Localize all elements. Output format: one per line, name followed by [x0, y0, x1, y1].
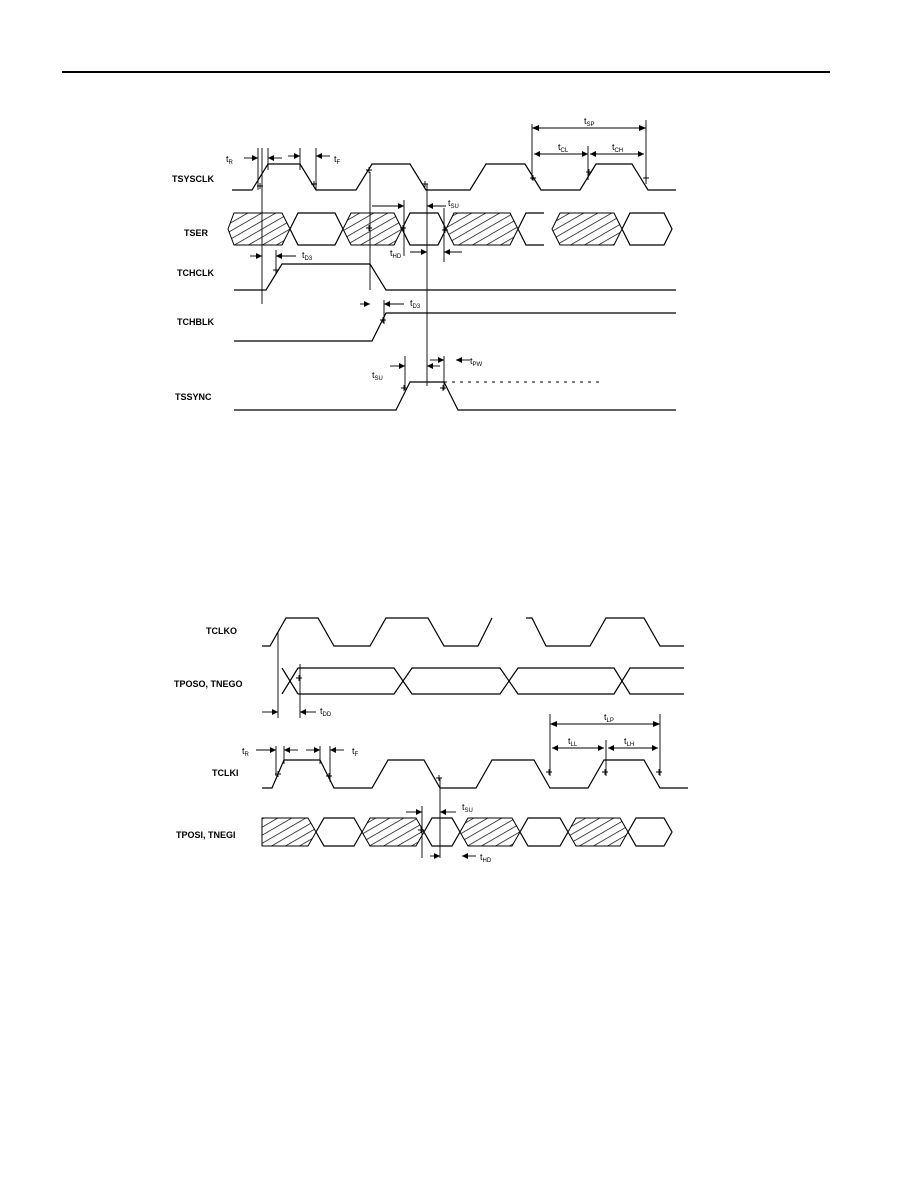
label-thd: tHD — [390, 248, 402, 260]
waveform-tposi — [261, 817, 673, 847]
waveform-tchblk — [234, 312, 676, 342]
label-tsu: tSU — [448, 198, 459, 210]
signal-label-tsysclk: TSYSCLK — [172, 174, 215, 184]
signal-label-tposo-tnego: TPOSO, TNEGO — [174, 679, 243, 689]
waveform-tsysclk — [232, 163, 676, 191]
signal-label-tposi-tnegi: TPOSI, TNEGI — [176, 830, 236, 840]
signal-label-tclko: TCLKO — [206, 626, 237, 636]
label-tpw: tPW — [470, 356, 483, 368]
label-tlp: tLP — [604, 712, 614, 724]
label-td3-tchblk: tD3 — [410, 298, 421, 310]
signal-label-tclki: TCLKI — [212, 768, 239, 778]
signal-label-tser: TSER — [184, 228, 209, 238]
waveform-tclki — [262, 759, 688, 789]
reference-lines — [257, 120, 647, 390]
waveform-tssync — [234, 381, 676, 411]
label-tf-2: tF — [352, 746, 359, 758]
timing-labels-2: tDD tR tF tLP tLL tLH tSU tHD — [242, 706, 634, 864]
label-tf: tF — [334, 154, 341, 166]
label-tr-2: tR — [242, 746, 250, 758]
label-tsp: tSP — [584, 116, 595, 128]
label-tsu-2: tSU — [462, 802, 473, 814]
label-tcl: tCL — [558, 142, 569, 154]
label-tll: tLL — [568, 736, 578, 748]
signal-label-tchclk: TCHCLK — [177, 268, 214, 278]
label-tr: tR — [226, 154, 234, 166]
waveform-tclko — [262, 617, 493, 647]
dimension-arrows — [244, 125, 646, 369]
transmit-timing-diagram: TSYSCLK TSER TCHCLK TCHBLK TSSYNC — [172, 116, 676, 411]
label-thd-2: tHD — [480, 852, 492, 864]
signal-label-tssync: TSSYNC — [175, 392, 212, 402]
waveform-tchclk — [234, 263, 676, 291]
dimension-arrows-2 — [256, 709, 660, 859]
crossing-markers-2 — [275, 675, 662, 833]
signal-label-tchblk: TCHBLK — [177, 317, 214, 327]
crossing-markers — [257, 167, 649, 391]
waveform-tposo — [281, 667, 684, 695]
label-td3-tchclk: tD3 — [302, 250, 313, 262]
label-tsu-tssync: tSU — [372, 370, 383, 382]
waveform-tser — [227, 212, 673, 246]
label-tch: tCH — [612, 142, 623, 154]
label-tdd: tDD — [320, 706, 332, 718]
timing-labels: tR tF tSP tCL tCH tSU tHD tD3 tD3 tSU tP… — [226, 116, 623, 382]
label-tlh: tLH — [624, 736, 634, 748]
line-interface-timing-diagram: TCLKO TPOSO, TNEGO TCLKI TPOSI, TNEGI — [174, 617, 688, 864]
